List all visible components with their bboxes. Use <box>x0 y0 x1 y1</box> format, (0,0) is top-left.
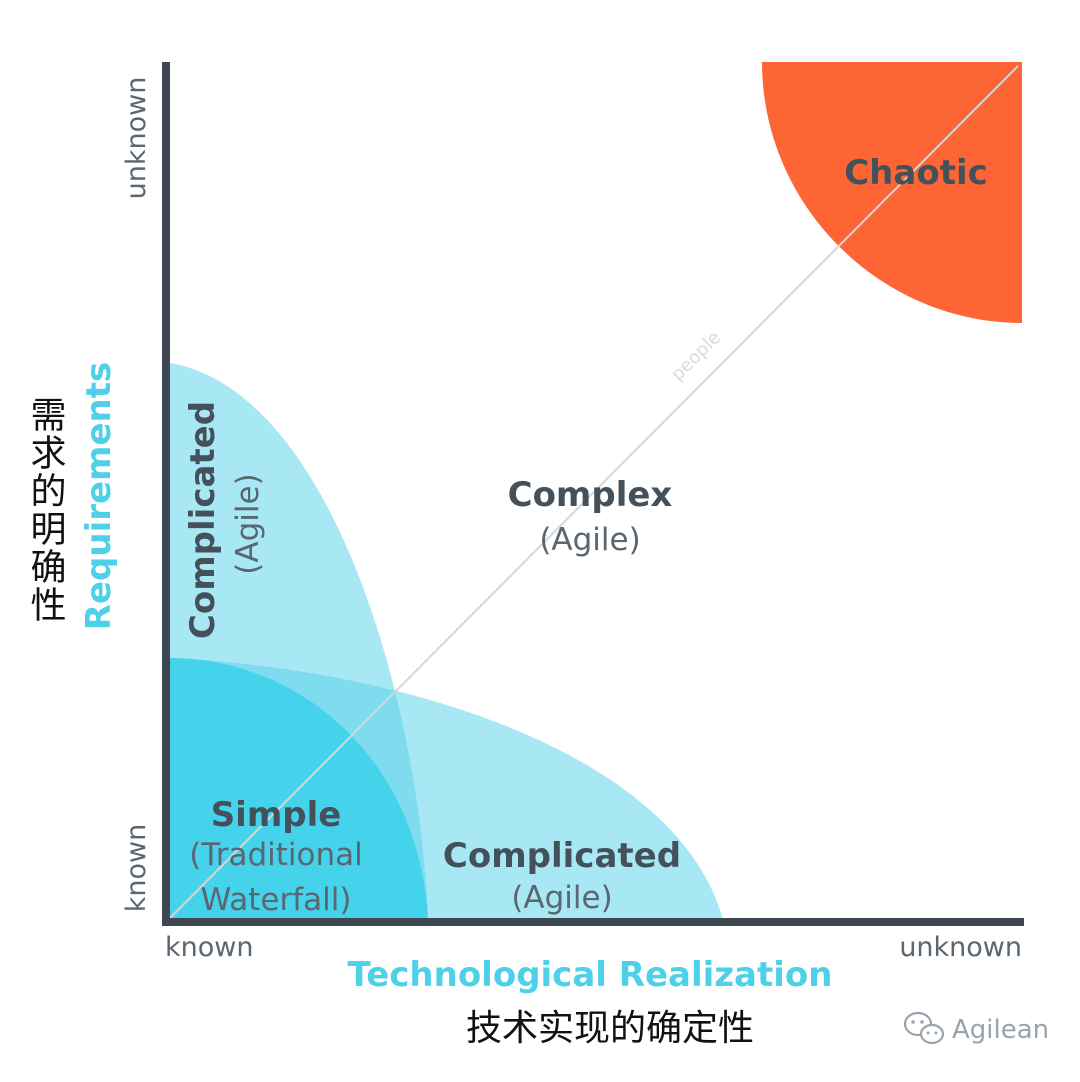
x-axis-title: Technological Realization <box>348 955 833 995</box>
simple-title: Simple <box>211 795 342 835</box>
complicated-req-sub: (Agile) <box>230 473 266 574</box>
wechat-icon <box>903 1011 945 1045</box>
y-axis-title: Requirements <box>79 362 119 630</box>
simple-sub-line1: (Traditional <box>189 837 363 873</box>
y-axis-title-cn: 需求的明确性 <box>25 396 66 624</box>
x-axis-low-label: known <box>165 932 253 963</box>
complex-title: Complex <box>508 475 673 515</box>
x-axis-high-label: unknown <box>899 932 1022 963</box>
people-diagonal-line <box>169 65 1019 919</box>
y-axis-low-label: known <box>121 824 152 912</box>
watermark-brand: Agilean <box>952 1015 1049 1045</box>
people-label: people <box>667 327 725 385</box>
complicated-req-title: Complicated <box>183 401 223 639</box>
y-axis-high-label: unknown <box>121 77 152 200</box>
complicated-tech-title: Complicated <box>443 836 681 876</box>
complex-sub: (Agile) <box>539 522 640 558</box>
chaotic-title: Chaotic <box>844 153 988 193</box>
complicated-tech-sub: (Agile) <box>511 880 612 916</box>
simple-sub-line2: Waterfall) <box>201 882 352 918</box>
x-axis-title-cn: 技术实现的确定性 <box>466 1008 754 1049</box>
